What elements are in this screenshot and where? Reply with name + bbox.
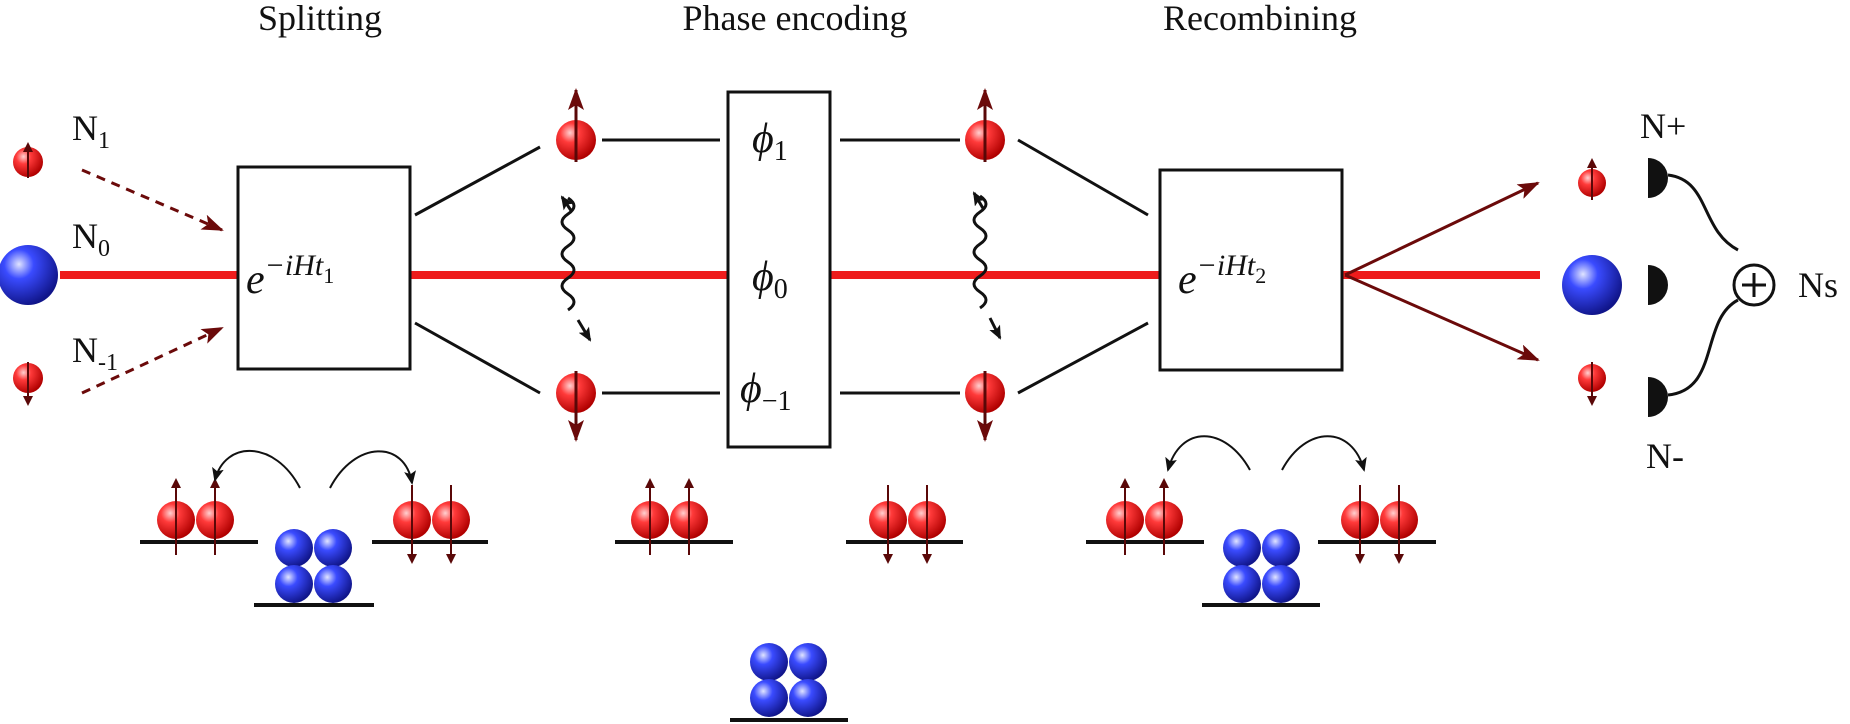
pair-down-splitting [393, 485, 470, 564]
input-atom-n1 [13, 142, 43, 178]
stage-title-phase-encoding: Phase encoding [683, 0, 908, 38]
phase-encoding-box: ϕ1 ϕ0 ϕ−1 [726, 90, 832, 449]
output-arrows [1344, 181, 1540, 362]
arm-atom-up-left [556, 88, 596, 162]
label-n-sum: Ns [1798, 265, 1838, 305]
detector-zero [1648, 265, 1668, 305]
pair-up-phase [631, 478, 708, 555]
arm-atom-down-right [965, 371, 1005, 442]
svg-text:e−iHt2: e−iHt2 [1178, 249, 1266, 303]
pair-up-splitting [157, 478, 234, 555]
output-atom-zero [1562, 255, 1622, 315]
arm-atom-down-left [556, 371, 596, 442]
stage-title-recombining: Recombining [1163, 0, 1357, 38]
svg-text:ϕ1: ϕ1 [752, 116, 788, 167]
label-n-plus: N+ [1640, 106, 1686, 146]
split-paths [414, 138, 1149, 395]
input-atom-n0 [0, 245, 58, 305]
svg-text:e−iHt1: e−iHt1 [246, 249, 334, 303]
sum-node [1732, 263, 1776, 307]
wavy-interaction-left [560, 195, 592, 342]
label-nm1: N-1 [72, 330, 118, 376]
svg-text:ϕ0: ϕ0 [752, 254, 788, 305]
output-atom-up [1578, 158, 1606, 200]
svg-text:ϕ−1: ϕ−1 [740, 366, 792, 417]
output-atom-down [1578, 362, 1606, 406]
input-arrows [81, 168, 224, 395]
condensate-phase [750, 643, 827, 717]
wavy-interaction-right [972, 191, 1002, 340]
levels-splitting [140, 449, 488, 607]
condensate-recombining [1223, 529, 1300, 603]
stage-title-splitting: Splitting [258, 0, 382, 38]
condensate-splitting [275, 529, 352, 603]
label-n1: N1 [72, 108, 110, 154]
levels-phase-encoding [615, 478, 963, 722]
detector-plus [1648, 158, 1668, 198]
detector-minus [1648, 377, 1668, 417]
arm-atom-up-right [965, 88, 1005, 162]
levels-recombining [1086, 435, 1436, 607]
label-n-minus: N- [1646, 436, 1684, 476]
input-atom-nm1 [13, 362, 43, 406]
recombining-operator: e−iHt2 [1158, 168, 1344, 372]
label-n0: N0 [72, 216, 110, 262]
pair-down-recombining [1341, 485, 1418, 564]
splitting-operator: e−iHt1 [236, 165, 412, 371]
pair-down-phase [869, 485, 946, 564]
detector-wire [1667, 173, 1739, 397]
pair-up-recombining [1106, 478, 1183, 555]
